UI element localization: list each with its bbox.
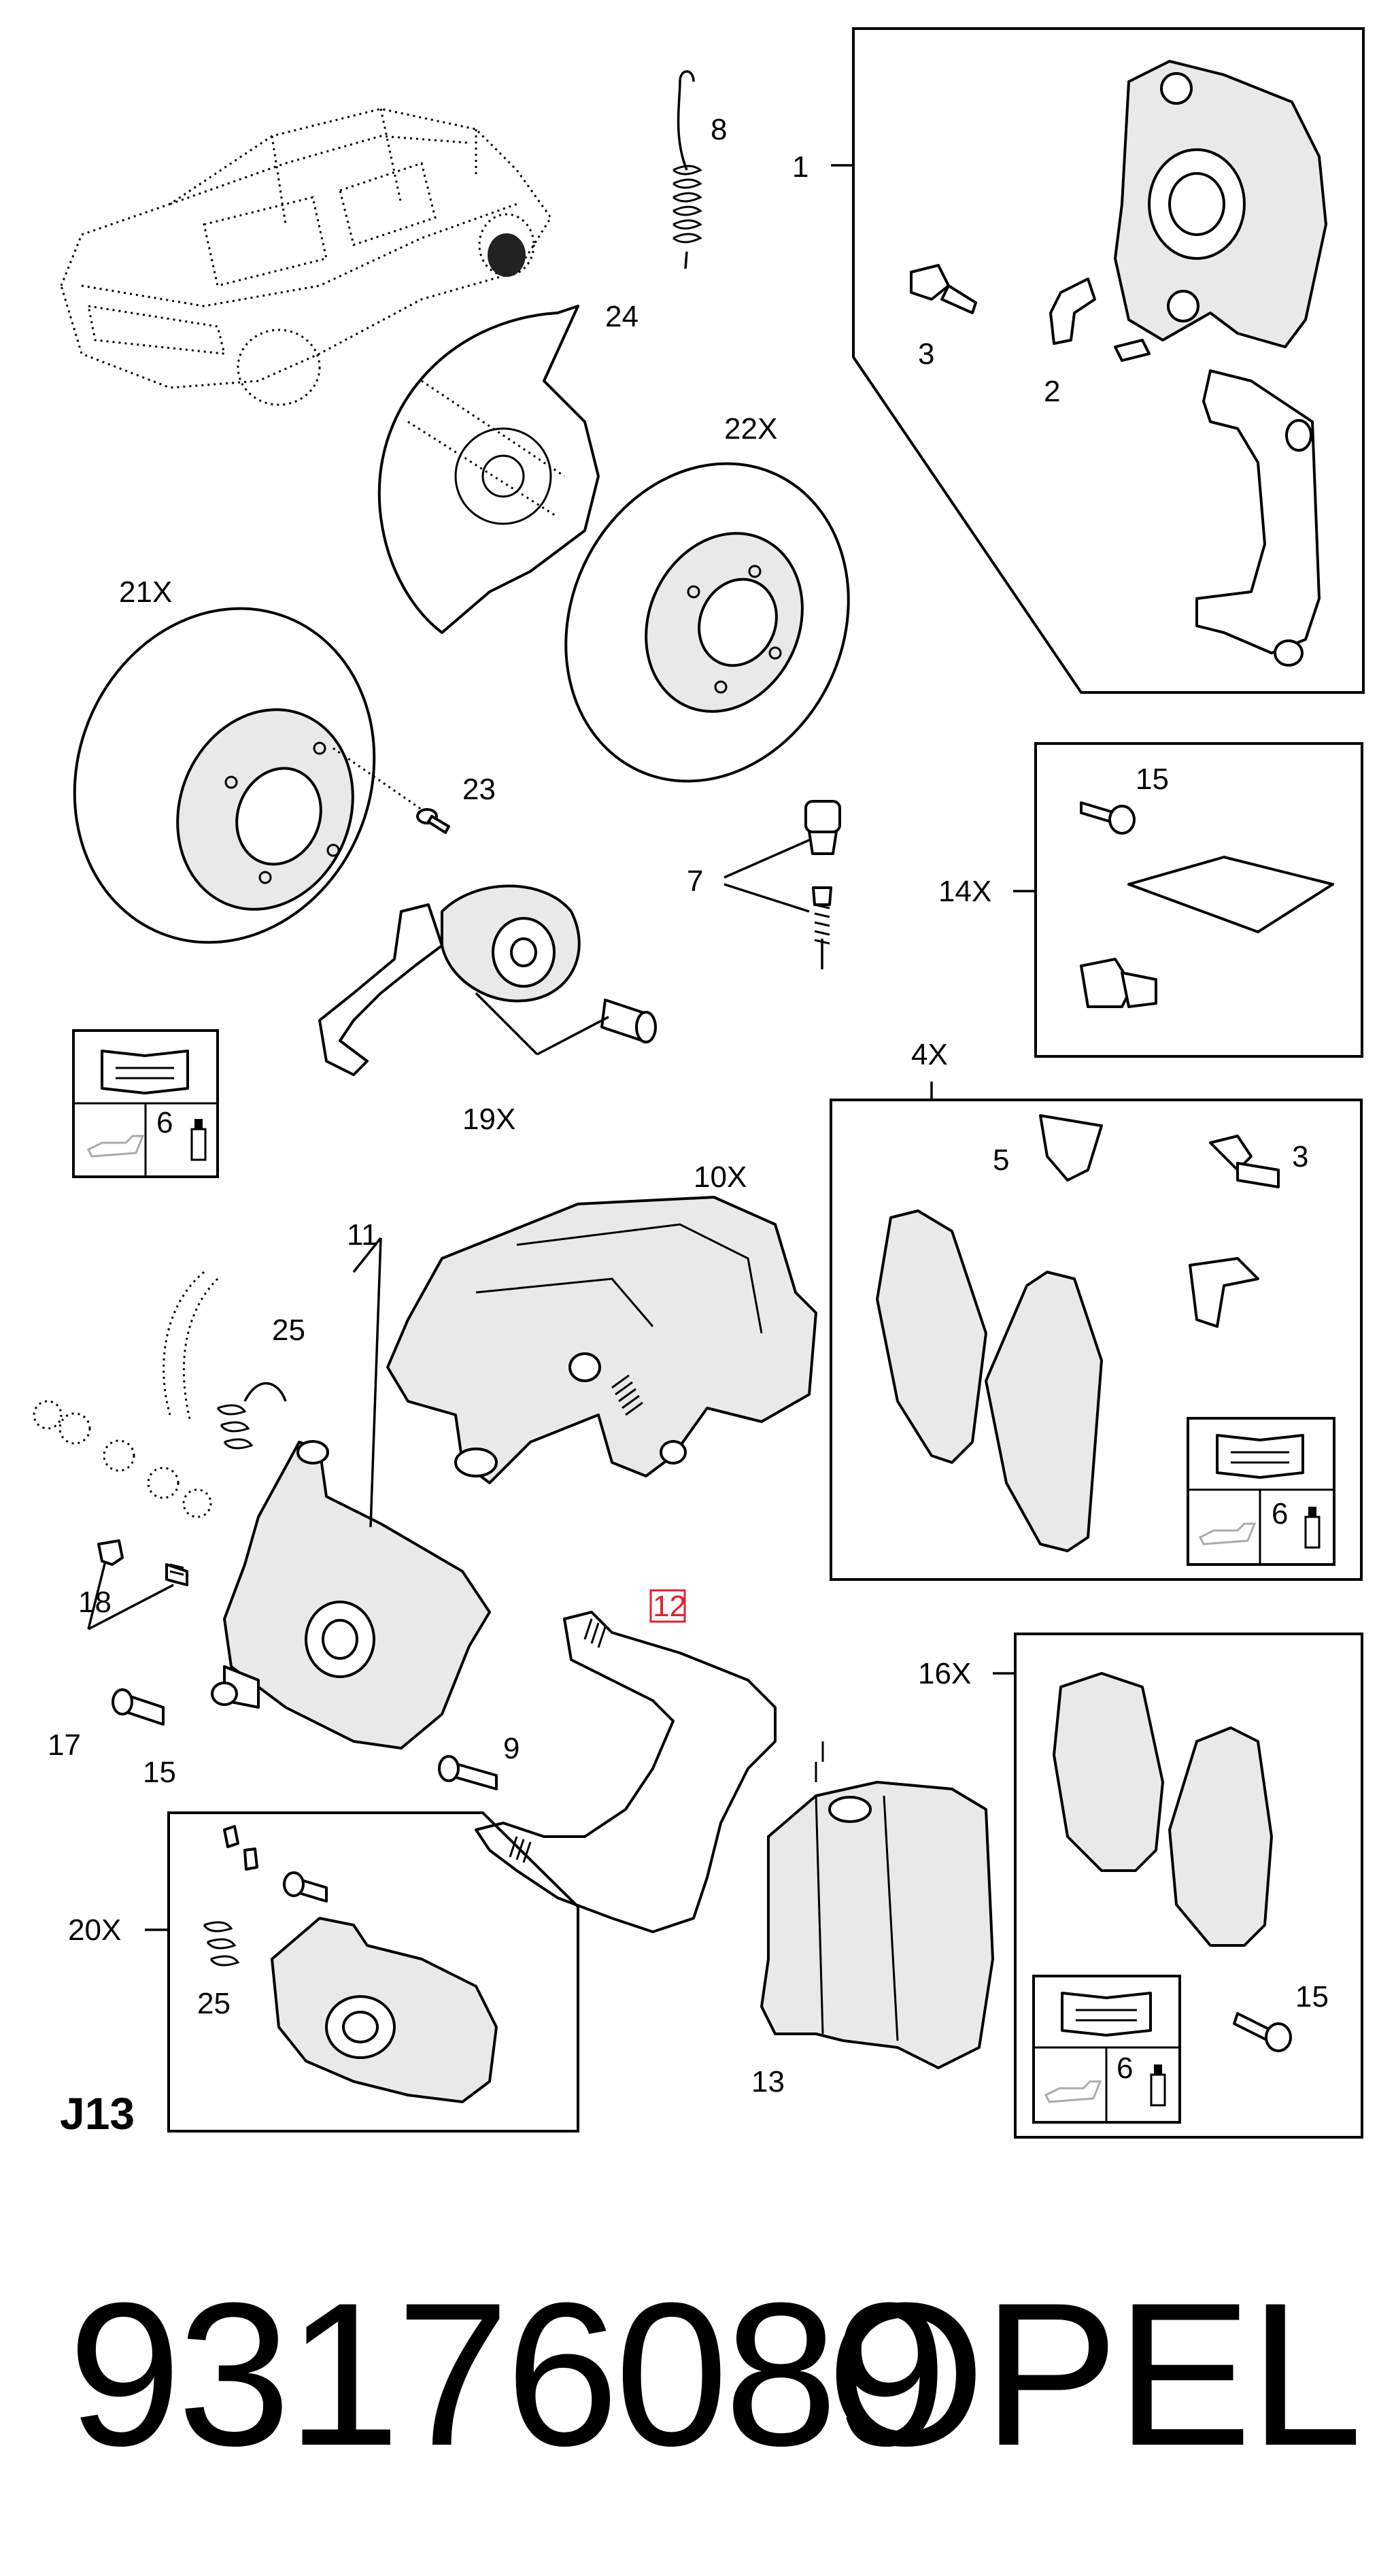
callout-15b: 15 bbox=[143, 1756, 176, 1789]
bleed-cap-part-18 bbox=[97, 1539, 124, 1566]
guide-pin-part-7 bbox=[804, 800, 841, 969]
oil-can-icon bbox=[86, 1135, 145, 1158]
callout-14x: 14X bbox=[938, 875, 991, 908]
callout-17: 17 bbox=[48, 1728, 81, 1762]
callout-4x: 4X bbox=[911, 1038, 948, 1071]
dust-shield-part-24 bbox=[377, 305, 600, 634]
brand-name: OPEL bbox=[826, 2260, 1363, 2488]
car-illustration bbox=[60, 107, 552, 406]
callout-2: 2 bbox=[1044, 375, 1060, 408]
callout-24: 24 bbox=[605, 300, 639, 333]
callout-19x: 19X bbox=[462, 1103, 515, 1136]
part-number: 93176089 bbox=[68, 2260, 947, 2488]
highlight-box-12 bbox=[649, 1589, 686, 1623]
repair-manual-icon bbox=[101, 1050, 189, 1094]
callout-5: 5 bbox=[993, 1143, 1009, 1177]
callout-3a: 3 bbox=[918, 337, 934, 371]
callout-3b: 3 bbox=[1292, 1140, 1308, 1173]
callout-9: 9 bbox=[503, 1732, 520, 1765]
callout-13: 13 bbox=[751, 2065, 785, 2098]
screw-part-23 bbox=[333, 747, 450, 834]
callout-22x: 22X bbox=[724, 412, 777, 446]
callout-16x: 16X bbox=[918, 1657, 971, 1690]
callout-12: 12 bbox=[653, 1590, 686, 1623]
grease-tube-icon bbox=[1150, 2064, 1166, 2107]
figure-code: J13 bbox=[60, 2088, 135, 2139]
caliper-bracket-part-12 bbox=[475, 1611, 777, 1933]
bolt-part-15-left bbox=[112, 1688, 165, 1726]
callout-20x: 20X bbox=[68, 1913, 121, 1947]
callout-23: 23 bbox=[462, 773, 496, 806]
callout-1: 1 bbox=[792, 150, 808, 184]
caliper-part-11 bbox=[33, 1271, 491, 1750]
leader-lines bbox=[87, 839, 810, 1630]
caliper-assembly-part-10x bbox=[386, 1196, 817, 1484]
repair-manual-icon bbox=[1061, 1992, 1152, 2037]
service-info-box-left bbox=[72, 1029, 219, 1178]
brake-disc-part-22x bbox=[564, 462, 850, 783]
callout-21x: 21X bbox=[119, 575, 172, 609]
callout-6b: 6 bbox=[1272, 1497, 1288, 1530]
callout-15a: 15 bbox=[1136, 763, 1169, 796]
oil-can-icon bbox=[1044, 2080, 1102, 2103]
callout-15c: 15 bbox=[1295, 1980, 1329, 2013]
parking-brake-shoe-part-19x bbox=[318, 884, 657, 1076]
grease-tube-icon bbox=[1304, 1507, 1321, 1549]
callout-25a: 25 bbox=[272, 1314, 305, 1347]
caliper-kit-box-20x bbox=[145, 1811, 579, 2132]
callout-labels: 1 2 3 8 24 22X 21X 23 7 15 14X 19X 6 4X … bbox=[48, 113, 1329, 2139]
callout-10x: 10X bbox=[694, 1160, 747, 1194]
spring-part-25a bbox=[216, 1382, 287, 1450]
grease-tube-icon bbox=[190, 1119, 207, 1161]
oil-can-icon bbox=[1198, 1522, 1257, 1545]
bolt-part-9 bbox=[438, 1755, 498, 1790]
callout-8: 8 bbox=[711, 113, 727, 146]
callout-11: 11 bbox=[347, 1218, 378, 1252]
spring-part-8 bbox=[673, 70, 702, 269]
pad-kit-box-16x bbox=[993, 1633, 1363, 2139]
callout-25b: 25 bbox=[197, 1987, 231, 2020]
pad-kit-box-4x bbox=[830, 1082, 1363, 1581]
bleed-screw-part-17 bbox=[165, 1563, 188, 1586]
callout-7: 7 bbox=[687, 865, 703, 898]
caliper-part-13 bbox=[760, 1741, 994, 2069]
callout-6c: 6 bbox=[1117, 2052, 1133, 2085]
hardware-kit-box-14x bbox=[1013, 742, 1363, 1058]
repair-manual-icon bbox=[1216, 1434, 1304, 1479]
part-caption: 93176089 OPEL bbox=[34, 2260, 1363, 2488]
callout-18: 18 bbox=[78, 1586, 112, 1619]
callout-6a: 6 bbox=[156, 1106, 173, 1139]
brake-disc-part-21x bbox=[73, 607, 376, 944]
caliper-kit-box-1 bbox=[831, 27, 1365, 694]
